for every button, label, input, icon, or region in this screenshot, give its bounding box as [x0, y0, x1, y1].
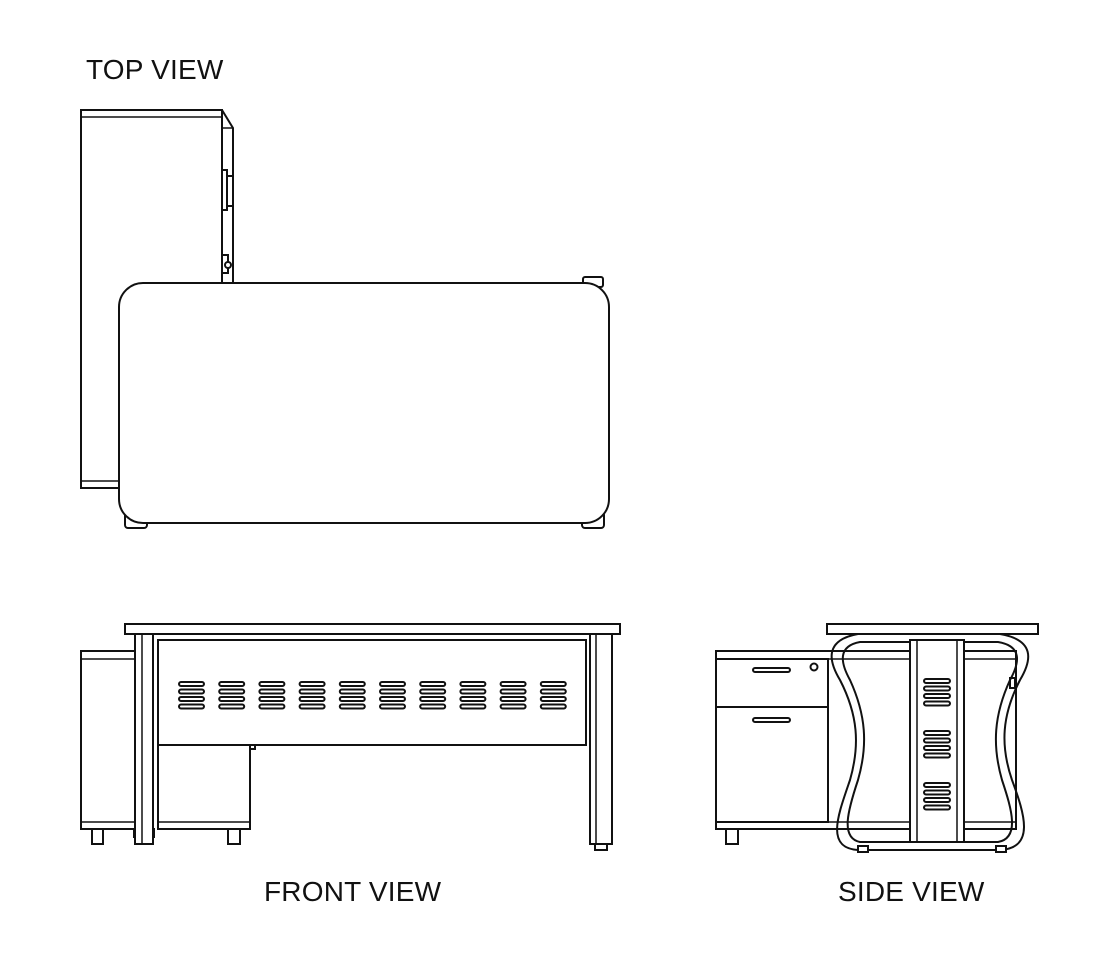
vent-slot-group	[379, 681, 406, 710]
vent-slot-group	[178, 681, 205, 710]
vent-slot	[178, 703, 205, 710]
vent-slot	[258, 681, 286, 687]
vent-slot	[539, 703, 567, 710]
front-view-pedestal	[157, 744, 256, 845]
vent-slot	[539, 681, 567, 687]
vent-slot	[419, 696, 447, 702]
vent-slot	[178, 681, 205, 687]
vent-slot-group	[419, 681, 447, 710]
vent-slot	[499, 688, 527, 695]
vent-slot-group	[923, 678, 951, 707]
vent-slot	[419, 703, 447, 710]
vent-slot	[459, 696, 487, 702]
vent-slot	[923, 752, 951, 759]
front-view-label: FRONT VIEW	[264, 876, 442, 907]
vent-slot	[178, 696, 205, 702]
side-view-file-drawer	[715, 706, 829, 823]
vent-slot-group	[298, 681, 326, 710]
vent-slot	[923, 782, 951, 788]
vent-slot	[539, 696, 567, 702]
vent-slot	[218, 703, 246, 710]
vent-slot	[298, 696, 326, 702]
vent-slot	[923, 693, 951, 699]
vent-slot	[499, 703, 527, 710]
vent-slot	[459, 681, 487, 687]
vent-slot	[923, 737, 951, 744]
vent-slot-group	[539, 681, 567, 710]
front-view-drawing	[80, 623, 621, 851]
vent-slot	[923, 678, 951, 684]
top-view-desk	[118, 276, 610, 529]
vent-slot	[258, 688, 286, 695]
vent-slot-group	[338, 681, 366, 710]
vent-slot	[419, 681, 447, 687]
vent-slot-group	[459, 681, 487, 710]
lock-icon	[809, 662, 819, 672]
side-view-vent-slots	[923, 678, 951, 811]
front-view-left-leg	[134, 633, 154, 845]
vent-slot	[419, 688, 447, 695]
vent-slot	[459, 703, 487, 710]
vent-slot	[218, 696, 246, 702]
front-view-vent-slots	[178, 681, 567, 710]
vent-slot	[258, 703, 286, 710]
side-view-pedestal	[715, 650, 1017, 845]
vent-slot	[298, 703, 326, 710]
drawer-handle-icon	[752, 717, 791, 723]
vent-slot	[923, 730, 951, 736]
vent-slot-group	[923, 730, 951, 759]
vent-slot	[923, 745, 951, 751]
vent-slot	[298, 681, 326, 687]
vent-slot	[338, 696, 366, 702]
vent-slot	[218, 688, 246, 695]
side-view-label: SIDE VIEW	[838, 876, 985, 907]
vent-slot	[923, 685, 951, 692]
drawer-handle-icon	[752, 667, 791, 673]
front-view-right-leg	[589, 633, 613, 845]
vent-slot-group	[923, 782, 951, 811]
vent-slot	[459, 688, 487, 695]
vent-slot	[923, 789, 951, 796]
vent-slot	[218, 681, 246, 687]
side-view-drawing	[715, 623, 1039, 853]
top-view-label: TOP VIEW	[86, 54, 224, 85]
vent-slot	[178, 688, 205, 695]
side-view-desktop	[826, 623, 1039, 635]
vent-slot	[379, 681, 406, 687]
top-view-drawing	[80, 109, 610, 529]
vent-slot	[258, 696, 286, 702]
vent-slot	[499, 681, 527, 687]
vent-slot	[298, 688, 326, 695]
vent-slot	[379, 696, 406, 702]
vent-slot	[379, 688, 406, 695]
vent-slot	[338, 688, 366, 695]
vent-slot	[338, 703, 366, 710]
vent-slot	[923, 700, 951, 707]
vent-slot-group	[218, 681, 246, 710]
vent-slot	[379, 703, 406, 710]
vent-slot	[923, 804, 951, 811]
vent-slot	[539, 688, 567, 695]
vent-slot-group	[499, 681, 527, 710]
vent-slot	[499, 696, 527, 702]
vent-slot-group	[258, 681, 286, 710]
front-view-desktop	[124, 623, 621, 635]
vent-slot	[338, 681, 366, 687]
vent-slot	[923, 797, 951, 803]
